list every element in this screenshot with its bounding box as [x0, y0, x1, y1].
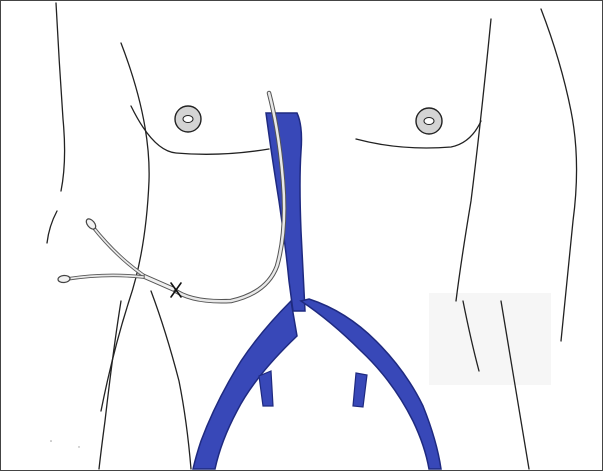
- nipple-right: [416, 108, 442, 134]
- left-lower-side: [99, 301, 121, 469]
- left-waist-outline: [47, 211, 57, 243]
- faint-patch: [429, 293, 551, 385]
- vein-left-iliac: [193, 301, 297, 469]
- right-arm-outline: [456, 19, 491, 301]
- lumen-upper-outer: [93, 227, 143, 275]
- vein-tree: [193, 113, 441, 469]
- body-outline-group: [47, 3, 577, 469]
- left-torso-outline: [56, 3, 65, 191]
- lumen-cap-lower: [58, 275, 71, 283]
- nipple-left: [175, 106, 201, 132]
- left-arm-outline: [101, 43, 149, 411]
- stray-marks: [50, 440, 80, 447]
- vein-right-iliac: [301, 299, 441, 469]
- right-torso-outline: [541, 9, 577, 341]
- vein-right-stub: [353, 373, 367, 407]
- left-hip-outline: [151, 291, 191, 469]
- vein-left-stub: [259, 371, 273, 406]
- catheter-hub-inner: [141, 275, 173, 289]
